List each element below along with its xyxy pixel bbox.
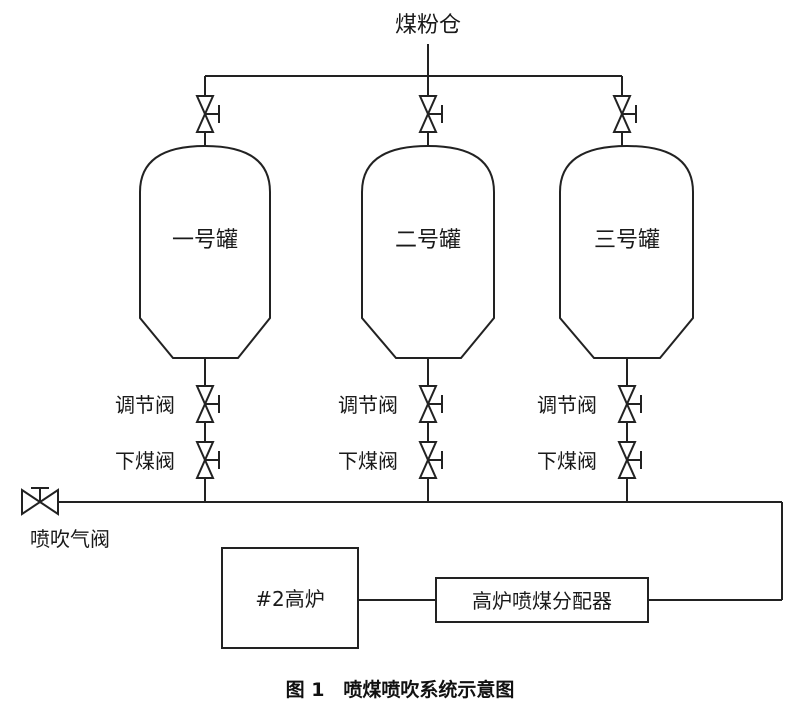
tank-2-coal-valve xyxy=(418,441,443,479)
tank-3-assembly: 三号罐 调节阀 下煤阀 xyxy=(537,76,694,502)
figure-caption: 图 1 喷煤喷吹系统示意图 xyxy=(286,678,515,701)
tank-2-inlet-valve xyxy=(418,95,443,133)
tank-1-label: 一号罐 xyxy=(172,228,238,253)
tank-3-coal-valve xyxy=(617,441,642,479)
distributor-label: 高炉喷煤分配器 xyxy=(472,589,612,613)
tank-1-coal-valve xyxy=(195,441,220,479)
tank-1-regulating-valve xyxy=(195,385,220,423)
tank-3-coal-valve-label: 下煤阀 xyxy=(537,449,597,473)
tank-2-coal-valve-label: 下煤阀 xyxy=(338,449,398,473)
furnace-box xyxy=(221,547,359,649)
tank-3-regulating-valve xyxy=(617,385,642,423)
tank-1-coal-valve-label: 下煤阀 xyxy=(115,449,175,473)
tank-3-vessel xyxy=(559,144,694,359)
tank-3-label: 三号罐 xyxy=(594,228,660,253)
tank-1-regulating-valve-label: 调节阀 xyxy=(115,393,175,417)
tank-3-inlet-valve xyxy=(612,95,637,133)
tank-2-assembly: 二号罐 调节阀 下煤阀 xyxy=(338,76,495,502)
furnace-label: #2高炉 xyxy=(255,587,324,611)
distributor-box xyxy=(435,577,649,623)
tank-2-label: 二号罐 xyxy=(395,228,461,253)
tank-2-regulating-valve xyxy=(418,385,443,423)
tank-2-vessel xyxy=(361,144,495,359)
injection-air-valve xyxy=(21,487,59,516)
tank-1-inlet-valve xyxy=(195,95,220,133)
tank-1-assembly: 一号罐 调节阀 下煤阀 xyxy=(115,76,271,502)
injection-air-valve-label: 喷吹气阀 xyxy=(30,527,110,551)
tank-2-regulating-valve-label: 调节阀 xyxy=(338,393,398,417)
tank-1-vessel xyxy=(139,144,271,359)
hopper-label: 煤粉仓 xyxy=(395,13,461,38)
tank-3-regulating-valve-label: 调节阀 xyxy=(537,393,597,417)
